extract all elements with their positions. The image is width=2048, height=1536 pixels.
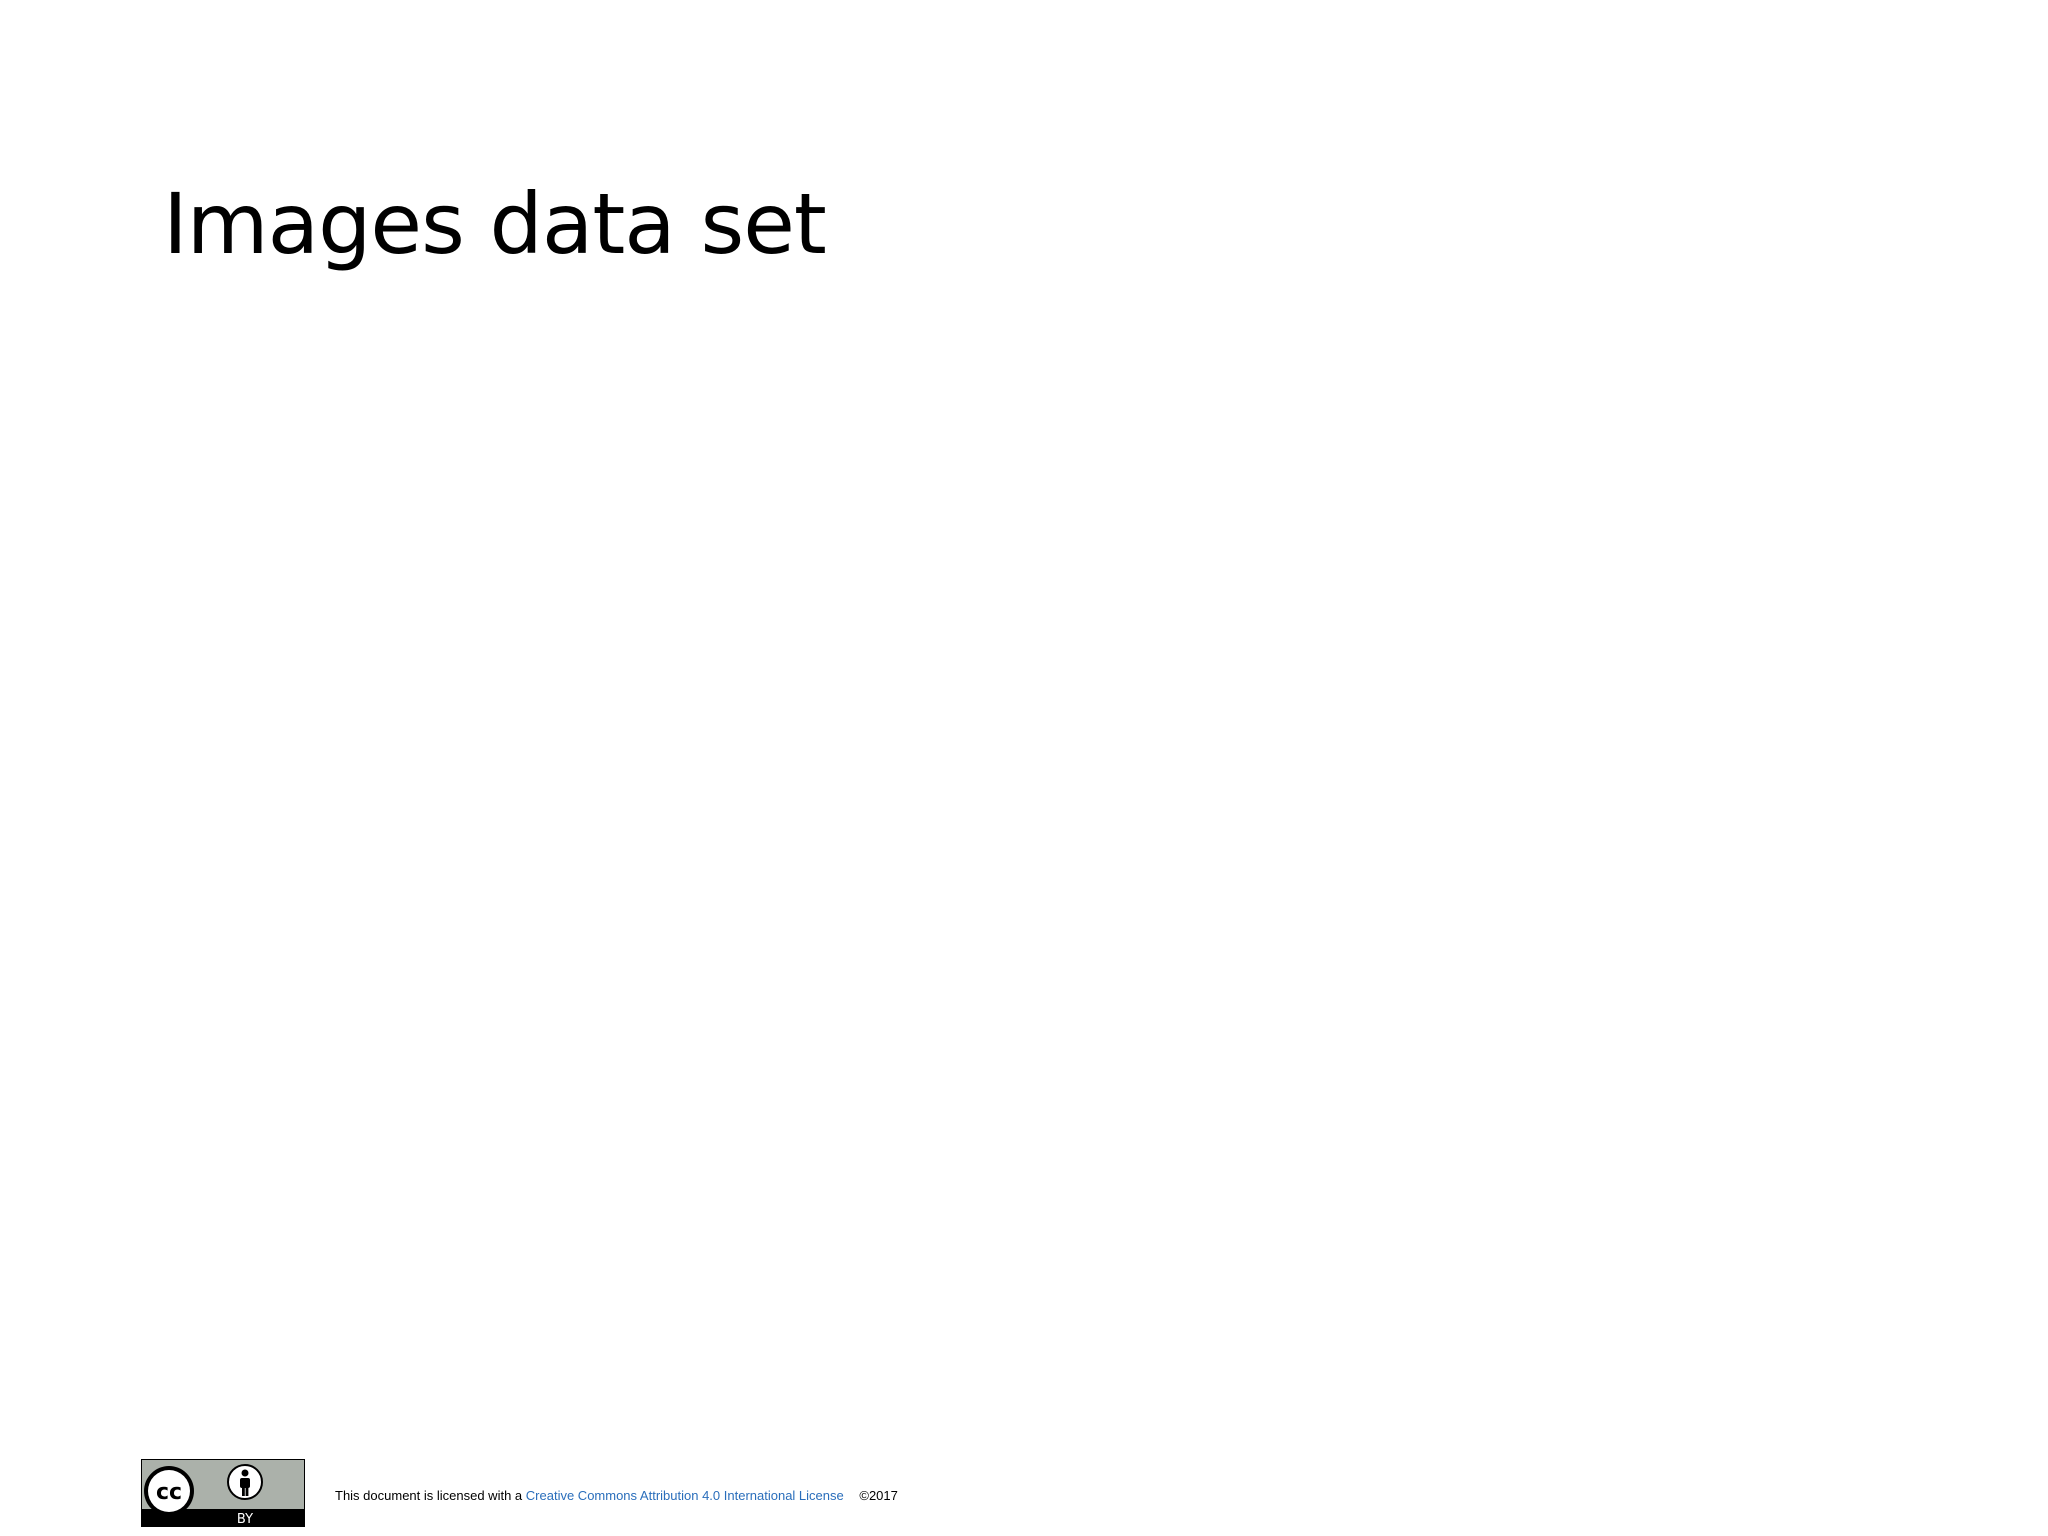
license-footer: cc BY This document is licensed with a C…: [141, 1459, 898, 1527]
creative-commons-by-icon: cc BY: [141, 1459, 305, 1527]
badge-label: BY: [237, 1512, 253, 1527]
license-link[interactable]: Creative Commons Attribution 4.0 Interna…: [525, 1487, 844, 1503]
slide-title: Images data set: [163, 175, 827, 273]
svg-text:cc: cc: [156, 1480, 182, 1505]
copyright-text: ©2017: [859, 1487, 898, 1503]
license-prefix: This document is licensed with a: [335, 1487, 523, 1503]
license-text: This document is licensed with a Creativ…: [335, 1484, 898, 1503]
